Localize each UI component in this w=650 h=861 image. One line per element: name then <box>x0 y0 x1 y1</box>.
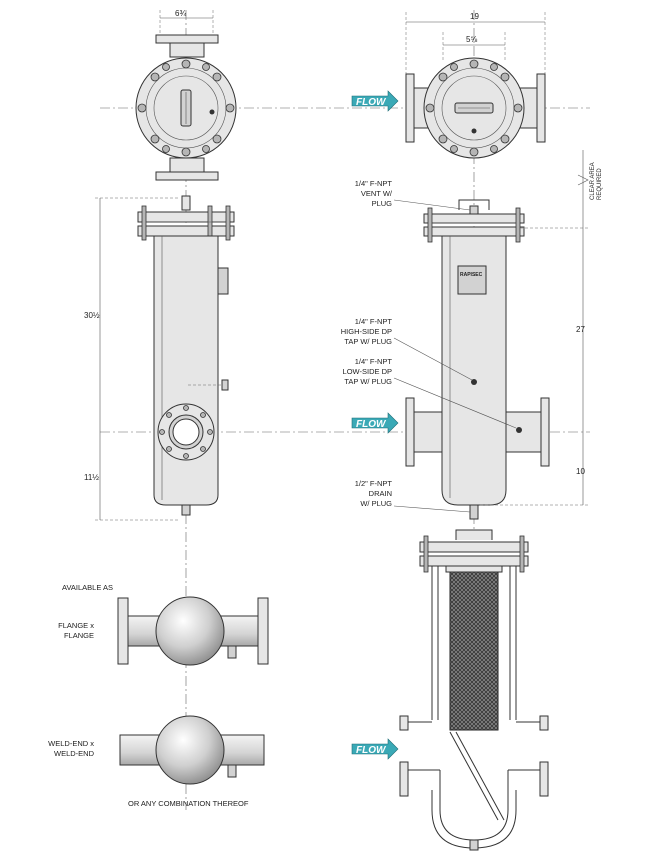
right-front-elevation: RAPISEC 27 10 CLEAR AREA REQUIRED <box>405 150 603 520</box>
left-side-elevation: 30½ 11½ <box>84 195 235 521</box>
clear-area-line2: REQUIRED <box>597 168 603 200</box>
dim-top-flange-width: 6¾ <box>175 9 186 18</box>
flange-option-line2: FLANGE <box>64 631 94 640</box>
high-side-label-line2: HIGH-SIDE DP <box>341 327 392 336</box>
dim-overall-width: 19 <box>470 12 479 21</box>
flow-arrow-bottom: FLOW <box>351 738 399 760</box>
brand-label: RAPISEC <box>460 272 483 278</box>
callouts: 1/4" F-NPT VENT W/ PLUG 1/4" F-NPT HIGH-… <box>341 179 517 513</box>
vent-label-line3: PLUG <box>372 199 393 208</box>
flow-arrow-shape <box>351 90 399 112</box>
section-view <box>399 529 549 851</box>
dim-height-upper: 30½ <box>84 311 100 320</box>
vent-label-line1: 1/4" F-NPT <box>355 179 393 188</box>
dim-right-lower: 10 <box>576 467 585 476</box>
options-panel: AVAILABLE AS FLANGE x FLANGE WELD-END x … <box>48 583 269 808</box>
weld-option-line1: WELD-END x <box>48 739 94 748</box>
top-left-end-view: 6¾ <box>135 9 237 181</box>
top-right-end-view: 19 5⅝ <box>405 12 546 159</box>
low-side-label-line3: TAP W/ PLUG <box>344 377 392 386</box>
flow-label-top: FLOW <box>356 97 387 108</box>
flow-label-middle: FLOW <box>356 419 387 430</box>
dim-body-offset: 5⅝ <box>466 35 477 44</box>
clear-area-line1: CLEAR AREA <box>590 162 596 200</box>
available-as-label: AVAILABLE AS <box>62 583 113 592</box>
drain-label-line2: DRAIN <box>369 489 392 498</box>
weld-x-weld-illustration <box>119 715 265 785</box>
flow-arrow-top: FLOW <box>351 90 399 112</box>
weld-option-line2: WELD-END <box>54 749 95 758</box>
low-side-label-line1: 1/4" F-NPT <box>355 357 393 366</box>
left-outlet-bolts <box>159 405 213 459</box>
flow-label-bottom: FLOW <box>356 745 387 756</box>
flange-option-line1: FLANGE x <box>58 621 94 630</box>
top-right-bolt-ring <box>425 59 523 157</box>
high-side-label-line3: TAP W/ PLUG <box>344 337 392 346</box>
flow-arrow-shape <box>351 738 399 760</box>
drain-label-line3: W/ PLUG <box>360 499 392 508</box>
flange-x-flange-illustration <box>117 596 269 666</box>
low-side-label-line2: LOW-SIDE DP <box>343 367 392 376</box>
dim-right-height: 27 <box>576 325 585 334</box>
high-side-label-line1: 1/4" F-NPT <box>355 317 393 326</box>
dim-height-lower: 11½ <box>84 473 99 482</box>
top-left-bolt-ring <box>137 59 235 157</box>
drain-label-line1: 1/2" F-NPT <box>355 479 393 488</box>
flow-arrow-middle: FLOW <box>351 412 399 434</box>
vent-label-line2: VENT W/ <box>361 189 393 198</box>
flow-arrow-shape <box>351 412 399 434</box>
combination-label: OR ANY COMBINATION THEREOF <box>128 799 249 808</box>
